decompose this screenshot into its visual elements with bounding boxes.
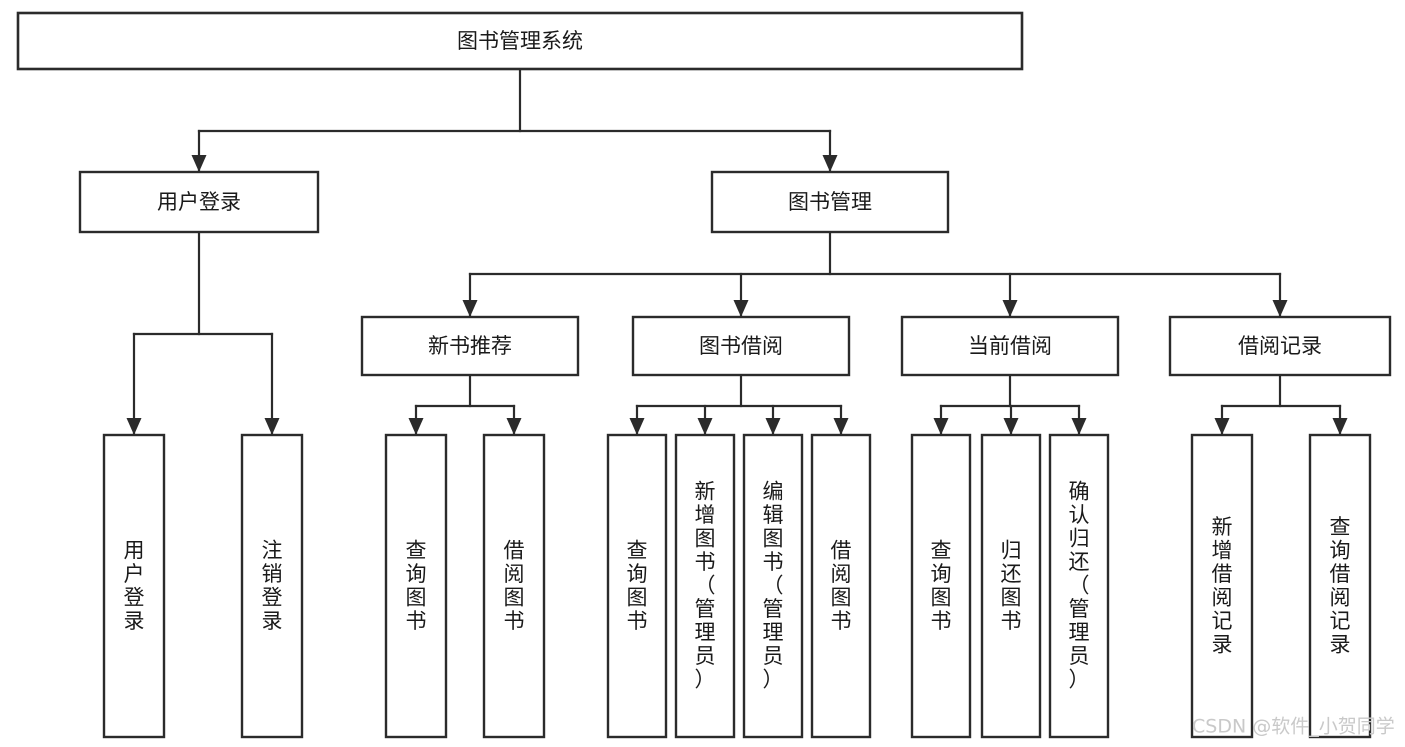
arrow-head — [1002, 300, 1018, 317]
node-rect-leaf-rec-add — [1190, 433, 1254, 739]
node-rect-leaf-borrow-query — [606, 433, 668, 739]
node-label-leaf-borrow-query: 查询图书 — [627, 538, 648, 633]
node-rect-leaf-logout — [240, 433, 304, 739]
node-label-leaf-borrow-add: 新增图书（管理员） — [695, 480, 716, 692]
node-leaf-borrow-do[interactable]: 借阅图书 — [810, 433, 872, 739]
arrow-head — [1003, 418, 1019, 435]
node-label-leaf-user-login: 用户登录 — [124, 538, 145, 633]
node-book-manage[interactable]: 图书管理 — [710, 170, 950, 234]
node-leaf-user-login[interactable]: 用户登录 — [102, 433, 166, 739]
node-leaf-logout[interactable]: 注销登录 — [240, 433, 304, 739]
node-rect-leaf-borrow-add — [674, 433, 736, 739]
node-label-borrow-record: 借阅记录 — [1238, 334, 1322, 358]
node-current-borrow[interactable]: 当前借阅 — [900, 315, 1120, 377]
node-user-login[interactable]: 用户登录 — [78, 170, 320, 234]
node-rect-root — [16, 11, 1024, 71]
node-label-leaf-cur-confirm: 确认归还（管理员） — [1069, 480, 1090, 692]
node-rect-leaf-rec-query — [384, 433, 448, 739]
node-rect-user-login — [78, 170, 320, 234]
node-label-leaf-cur-query: 查询图书 — [931, 538, 952, 633]
node-label-book-manage: 图书管理 — [788, 190, 872, 214]
node-root[interactable]: 图书管理系统 — [16, 11, 1024, 71]
node-rect-book-borrow — [631, 315, 851, 377]
arrow-head — [1214, 418, 1230, 435]
arrow-head — [765, 418, 781, 435]
node-label-current-borrow: 当前借阅 — [968, 334, 1052, 358]
node-leaf-cur-query[interactable]: 查询图书 — [910, 433, 972, 739]
node-rect-leaf-rec-search — [1308, 433, 1372, 739]
node-rect-leaf-rec-borrow — [482, 433, 546, 739]
node-label-book-borrow: 图书借阅 — [699, 334, 783, 358]
node-borrow-record[interactable]: 借阅记录 — [1168, 315, 1392, 377]
node-leaf-rec-search[interactable]: 查询借阅记录 — [1308, 433, 1372, 739]
node-leaf-cur-confirm[interactable]: 确认归还（管理员） — [1048, 433, 1110, 739]
node-label-leaf-borrow-do: 借阅图书 — [831, 538, 852, 633]
arrow-head — [1332, 418, 1348, 435]
node-book-borrow[interactable]: 图书借阅 — [631, 315, 851, 377]
node-boxes: 图书管理系统用户登录图书管理新书推荐图书借阅当前借阅借阅记录用户登录注销登录查询… — [16, 11, 1392, 739]
node-new-book-rec[interactable]: 新书推荐 — [360, 315, 580, 377]
node-label-leaf-rec-query: 查询图书 — [406, 538, 427, 633]
node-label-leaf-cur-return: 归还图书 — [1001, 538, 1022, 633]
node-leaf-rec-add[interactable]: 新增借阅记录 — [1190, 433, 1254, 739]
arrow-head — [733, 300, 749, 317]
node-leaf-borrow-edit[interactable]: 编辑图书（管理员） — [742, 433, 804, 739]
arrow-head — [933, 418, 949, 435]
node-rect-leaf-borrow-do — [810, 433, 872, 739]
node-leaf-rec-borrow[interactable]: 借阅图书 — [482, 433, 546, 739]
node-label-leaf-borrow-edit: 编辑图书（管理员） — [763, 480, 784, 692]
node-label-leaf-rec-borrow: 借阅图书 — [504, 538, 525, 633]
node-label-leaf-rec-search: 查询借阅记录 — [1330, 515, 1351, 657]
node-leaf-rec-query[interactable]: 查询图书 — [384, 433, 448, 739]
node-leaf-borrow-query[interactable]: 查询图书 — [606, 433, 668, 739]
node-label-leaf-rec-add: 新增借阅记录 — [1212, 515, 1233, 657]
arrow-head — [697, 418, 713, 435]
arrow-head — [462, 300, 478, 317]
arrow-head — [833, 418, 849, 435]
node-rect-book-manage — [710, 170, 950, 234]
arrow-head — [264, 418, 280, 435]
node-rect-leaf-user-login — [102, 433, 166, 739]
csdn-watermark: CSDN @软件_小贺同学 — [1192, 716, 1395, 738]
node-label-user-login: 用户登录 — [157, 190, 241, 214]
arrow-head — [629, 418, 645, 435]
node-label-root: 图书管理系统 — [457, 29, 583, 53]
node-rect-leaf-borrow-edit — [742, 433, 804, 739]
node-rect-leaf-cur-query — [910, 433, 972, 739]
node-rect-new-book-rec — [360, 315, 580, 377]
node-label-leaf-logout: 注销登录 — [262, 538, 283, 633]
node-rect-borrow-record — [1168, 315, 1392, 377]
arrow-head — [822, 155, 838, 172]
node-rect-leaf-cur-return — [980, 433, 1042, 739]
arrow-head — [506, 418, 522, 435]
arrow-head — [408, 418, 424, 435]
node-rect-leaf-cur-confirm — [1048, 433, 1110, 739]
node-leaf-cur-return[interactable]: 归还图书 — [980, 433, 1042, 739]
node-rect-current-borrow — [900, 315, 1120, 377]
node-leaf-borrow-add[interactable]: 新增图书（管理员） — [674, 433, 736, 739]
arrow-head — [1071, 418, 1087, 435]
arrow-head — [126, 418, 142, 435]
node-label-new-book-rec: 新书推荐 — [428, 334, 512, 358]
arrow-head — [191, 155, 207, 172]
connector-lines — [126, 67, 1348, 436]
arrow-head — [1272, 300, 1288, 317]
